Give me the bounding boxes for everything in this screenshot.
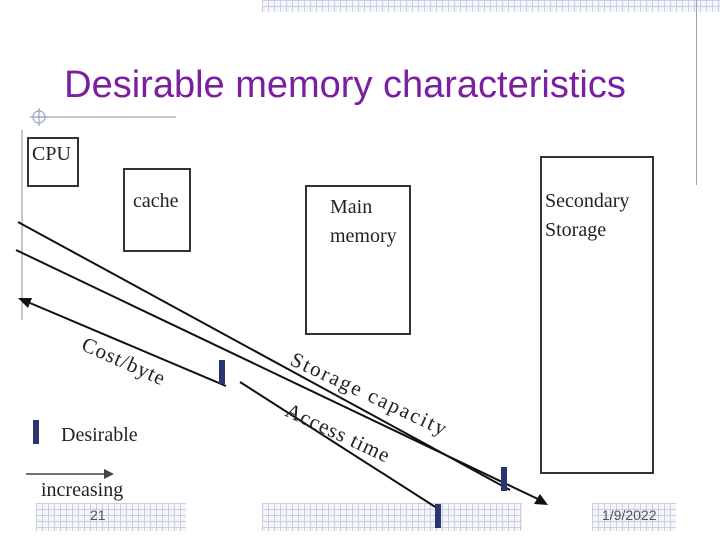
main-memory-box: [305, 185, 411, 335]
secondary-storage-label-line-2: Storage: [545, 219, 607, 241]
secondary-storage-box: [540, 156, 654, 474]
top-grid-band: [262, 0, 720, 12]
arrow-cost-per-byte: [18, 298, 227, 387]
slide-number: 21: [90, 507, 106, 523]
cache-box: [123, 168, 191, 252]
desirable-marker-capacity: [501, 467, 507, 491]
bottom-grid-band-left: [36, 503, 186, 531]
crosshair-icon: [30, 108, 48, 126]
secondary-storage-label-line-1: Secondary: [545, 190, 630, 212]
slide-title: Desirable memory characteristics: [64, 64, 626, 106]
right-vertical-rule: [696, 0, 697, 185]
arrow-lower: [239, 381, 441, 511]
desirable-marker-access: [435, 504, 441, 528]
legend-desirable-label: Desirable: [61, 424, 138, 446]
legend-increasing-label: increasing: [41, 479, 124, 501]
cpu-box: [27, 137, 79, 187]
cache-label: cache: [133, 190, 179, 212]
bottom-grid-band-right: [592, 503, 676, 531]
bottom-grid-band-mid: [262, 503, 522, 531]
main-memory-label-line-1: Main: [330, 196, 373, 218]
arrow-access-time: [15, 249, 548, 505]
cpu-label: CPU: [32, 143, 71, 165]
legend-increasing-arrow: [26, 469, 114, 479]
slide-date: 1/9/2022: [602, 507, 657, 523]
legend-desirable-marker: [33, 420, 39, 444]
main-memory-label-line-2: memory: [330, 225, 397, 247]
desirable-marker-cost: [219, 360, 225, 384]
arrow-storage-capacity: [17, 221, 511, 491]
